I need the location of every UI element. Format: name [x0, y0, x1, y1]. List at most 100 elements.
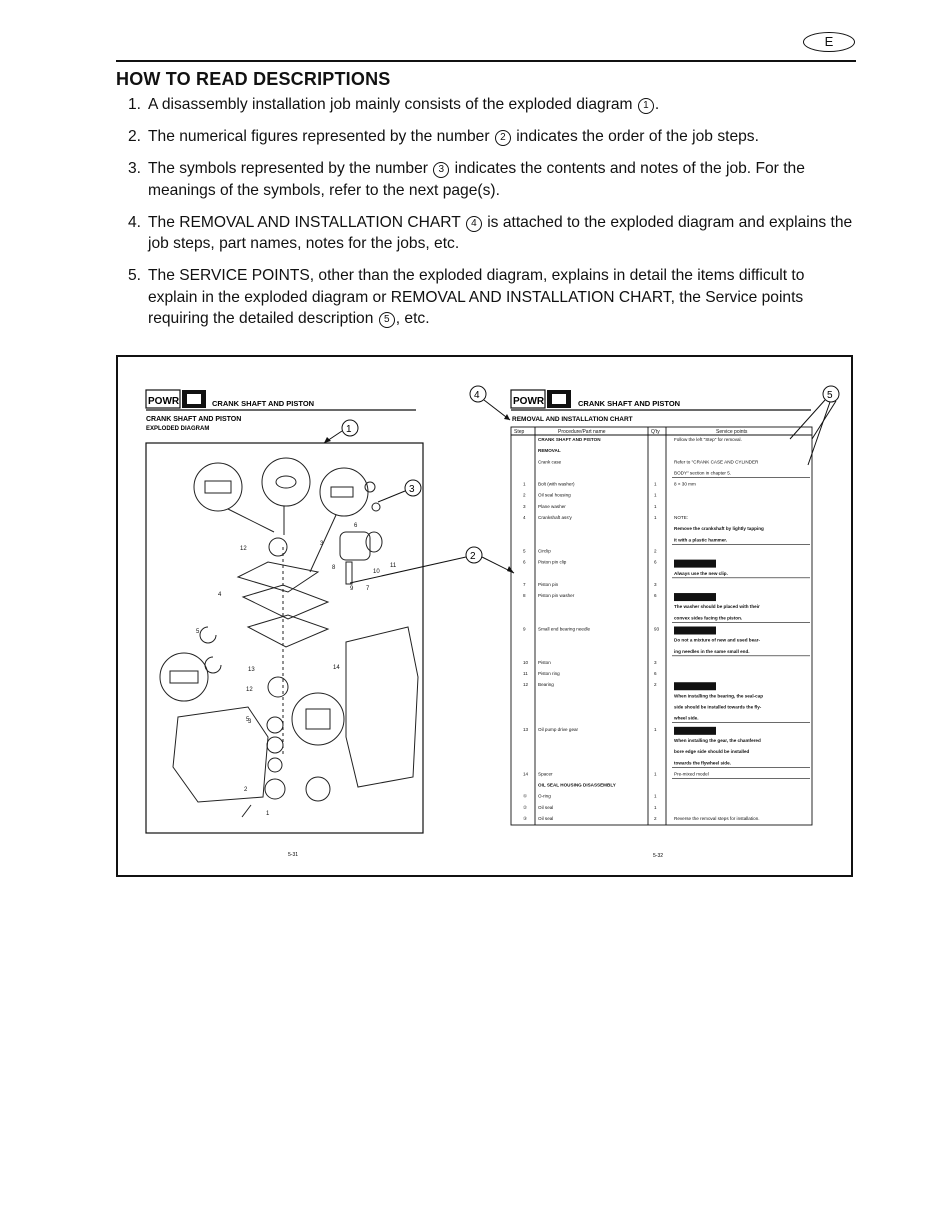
- chart-col-step: Step: [514, 429, 525, 435]
- instruction-step-1: 1. A disassembly installation job mainly…: [128, 94, 856, 116]
- left-page-title: CRANK SHAFT AND PISTON: [212, 399, 314, 408]
- chart-qty-cell: 6: [654, 593, 657, 598]
- chart-step-cell: ①: [523, 794, 528, 799]
- chart-rows: CRANK SHAFT AND PISTON Follow the left "S…: [523, 437, 764, 821]
- part-number: 4: [218, 592, 222, 598]
- callout-mark: 4: [465, 215, 482, 232]
- chart-name-cell: Oil seal housing: [538, 493, 571, 498]
- step-text: The SERVICE POINTS, other than the explo…: [148, 267, 805, 328]
- part-number: 13: [248, 667, 255, 673]
- chart-step-cell: 3: [523, 504, 526, 509]
- chart-note-cell: When installing the bearing, the seal-ca…: [674, 693, 763, 698]
- callout-1-label: 1: [346, 424, 352, 435]
- left-page-number: 5-31: [288, 852, 298, 858]
- chart-col-qty: Q'ty: [651, 429, 660, 435]
- leader-1: [227, 508, 275, 533]
- connecting-rod: [345, 561, 353, 585]
- chart-rules: [672, 477, 810, 779]
- part-number: 10: [373, 569, 380, 575]
- callout-5-arrow-3: [811, 400, 837, 440]
- callout-mark: 2: [494, 130, 511, 146]
- chart-name-cell: CRANK SHAFT AND PISTON: [538, 437, 601, 442]
- crankcase: [345, 626, 419, 788]
- service-symbol-mark: [674, 559, 716, 568]
- chart-qty-cell: 1: [654, 493, 657, 498]
- callout-2: [465, 546, 483, 564]
- part-number: 3: [248, 719, 252, 725]
- instruction-step-4: 4. The REMOVAL AND INSTALLATION CHART 4 …: [128, 212, 856, 255]
- chart-qty-cell: 2: [654, 548, 657, 553]
- callout-5: [822, 385, 840, 403]
- example-spread-svg: POWR CRANK SHAFT AND PISTON CRANK SHAFT …: [145, 385, 840, 859]
- part-number: 6: [354, 523, 358, 529]
- circlip-1: [199, 626, 217, 644]
- step-number: 3.: [128, 160, 142, 177]
- part-number: 5: [246, 717, 250, 723]
- part-number: 5: [196, 629, 200, 635]
- step-text: A disassembly installation job mainly co…: [148, 96, 660, 114]
- chart-name-cell: Circlip: [538, 548, 551, 553]
- chart-qty-cell: 1: [654, 794, 657, 799]
- detail-part-2: [275, 475, 297, 489]
- chart-note-cell: Follow the left "Step" for removal.: [674, 437, 742, 442]
- chart-step-cell: 9: [523, 627, 526, 632]
- chart-step-cell: 11: [523, 671, 528, 676]
- chart-step-cell: 6: [523, 560, 526, 565]
- callout-1-arrowhead: [324, 437, 331, 443]
- chart-note-cell: Always use the new clip.: [674, 571, 728, 576]
- chart-note-cell: Remove the crankshaft by lightly tapping: [674, 526, 764, 531]
- chart-name-cell: Small end bearing needle: [538, 627, 591, 632]
- part-number: 7: [366, 586, 370, 592]
- service-symbol-mark: [674, 593, 716, 602]
- diagram-part-numbers: 12 6 3 10 11 8 9 7 4 5 13 14 12 5 1 2 3: [196, 523, 397, 817]
- chart-step-cell: 1: [523, 482, 526, 487]
- powr-badge-left: [145, 389, 181, 409]
- right-page-number: 5-32: [653, 853, 663, 859]
- chart-qty-cell: 3: [654, 582, 657, 587]
- callout-4-arrowhead: [504, 414, 510, 420]
- step-text: The REMOVAL AND INSTALLATION CHART 4 is …: [148, 213, 853, 253]
- detail-part-3: [330, 486, 354, 498]
- chart-name-cell: Piston ring: [538, 671, 560, 676]
- powr-badge-left-text: POWR: [148, 396, 180, 407]
- chart-step-cell: 2: [523, 493, 526, 498]
- part-number: 12: [246, 687, 253, 693]
- callout-5-arrow-2: [807, 401, 831, 466]
- chart-note-cell: bore edge side should be installed: [674, 749, 749, 754]
- chart-name-cell: Oil pump drive gear: [538, 727, 579, 732]
- chart-note-cell: towards the flywheel side.: [674, 760, 731, 765]
- chart-qty-cell: 93: [654, 627, 660, 632]
- chart-col-points: Service points: [716, 429, 748, 435]
- chart-qty-cell: 1: [654, 482, 657, 487]
- chart-note-cell: The washer should be placed with their: [674, 604, 760, 609]
- chart-note-cell: convex sides facing the piston.: [674, 615, 742, 620]
- chart-qty-cell: 2: [654, 682, 657, 687]
- crankshaft-web-3: [246, 614, 330, 648]
- step-number: 1.: [128, 96, 142, 113]
- chart-qty-cell: 1: [654, 515, 657, 520]
- crankshaft-web-1: [236, 561, 320, 593]
- chart-qty-cell: 1: [654, 805, 657, 810]
- powr-badge-right: [510, 389, 546, 409]
- chart-step-cell: 7: [523, 582, 526, 587]
- detail-part-4: [169, 670, 199, 684]
- left-subtitle: CRANK SHAFT AND PISTON: [146, 416, 241, 423]
- chart-step-cell: 13: [523, 727, 529, 732]
- cylinder-body: [172, 706, 269, 803]
- chart-step-cell: 10: [523, 660, 529, 665]
- exploded-diagram-frame: [145, 442, 424, 834]
- instruction-step-5: 5. The SERVICE POINTS, other than the ex…: [128, 265, 856, 330]
- chart-step-cell: 5: [523, 548, 526, 553]
- chart-qty-cell: 3: [654, 660, 657, 665]
- chart-qty-cell: 6: [654, 560, 657, 565]
- chart-name-cell: Oil seal: [538, 816, 553, 821]
- chart-step-cell: 12: [523, 682, 529, 687]
- callout-mark: 1: [637, 98, 654, 114]
- example-figure: POWR CRANK SHAFT AND PISTON CRANK SHAFT …: [116, 355, 853, 877]
- chart-note-cell: side should be installed towards the fly…: [674, 705, 762, 710]
- detail-part-5: [305, 708, 331, 730]
- chart-name-cell: OIL SEAL HOUSING DISASSEMBLY: [538, 783, 616, 788]
- symbol-marker-3: [364, 481, 376, 493]
- chart-note-cell: When installing the gear, the chamfered: [674, 738, 761, 743]
- detail-circle-1: [193, 462, 243, 512]
